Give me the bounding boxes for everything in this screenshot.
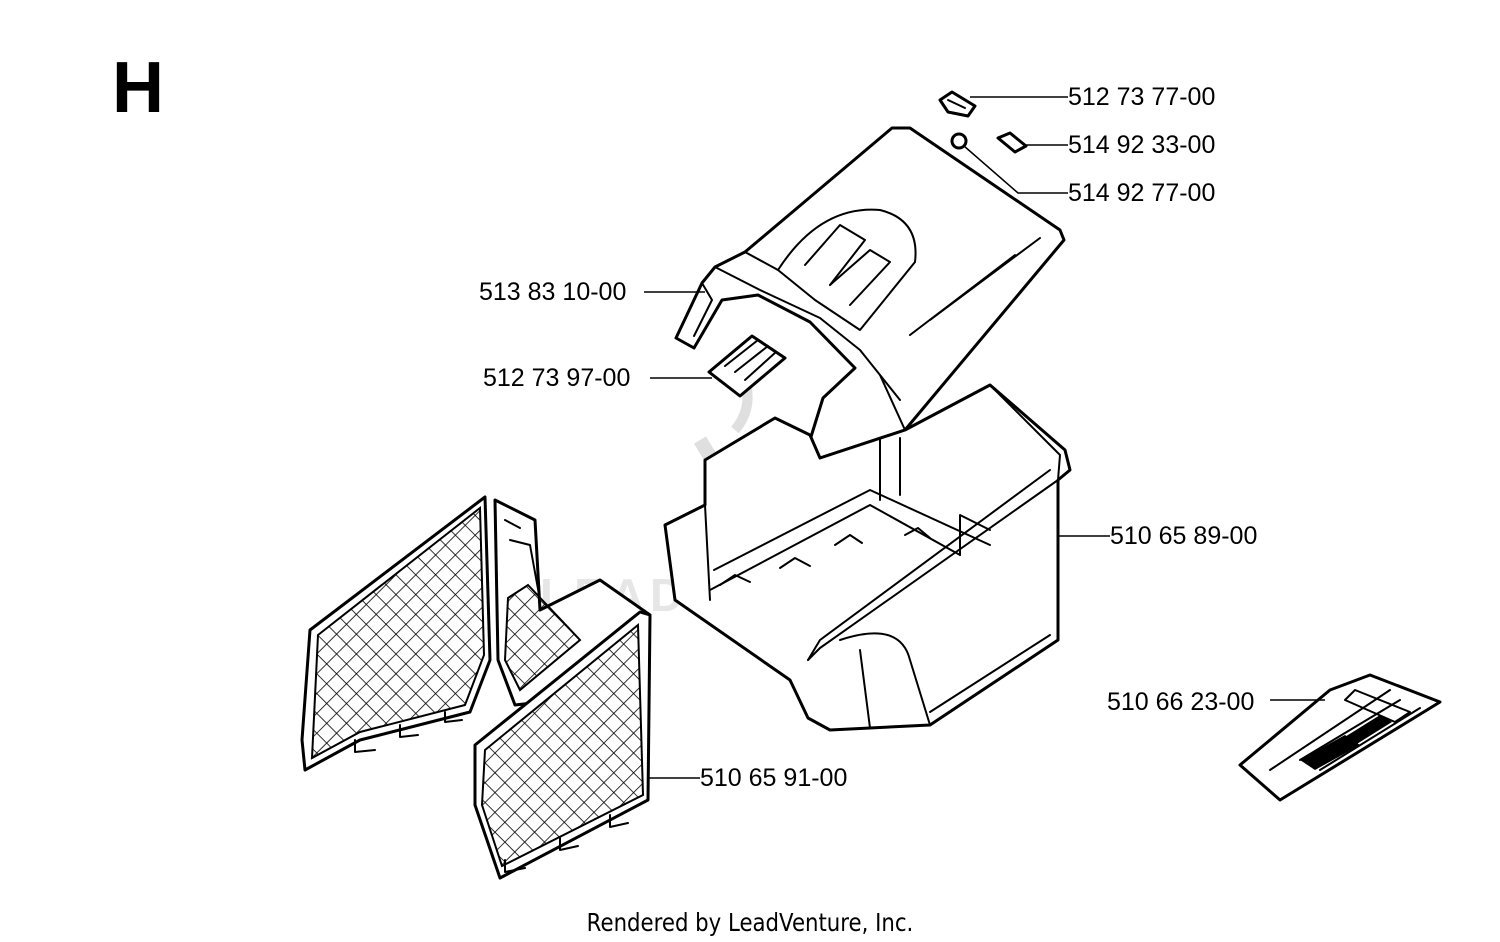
plate-part: [996, 131, 1028, 154]
footer-credit: Rendered by LeadVenture, Inc.: [586, 908, 914, 937]
bag-panels: [300, 495, 652, 880]
part-label: 514 92 33-00: [1068, 131, 1216, 159]
part-label: 512 73 97-00: [483, 364, 631, 392]
washer-part: [950, 132, 968, 150]
leader-lines: [644, 96, 1325, 779]
part-label: 514 92 77-00: [1068, 179, 1216, 207]
section-letter: H: [112, 48, 164, 128]
part-label: 510 66 23-00: [1107, 688, 1255, 716]
part-label: 510 65 89-00: [1110, 522, 1258, 550]
bag-frame: [663, 383, 1072, 732]
pad-part: [707, 334, 787, 398]
part-label: 510 65 91-00: [700, 764, 848, 792]
deflector-part: [1238, 673, 1442, 802]
part-label: 512 73 77-00: [1068, 83, 1216, 111]
clip-part: [938, 90, 977, 118]
part-label: 513 83 10-00: [479, 278, 627, 306]
